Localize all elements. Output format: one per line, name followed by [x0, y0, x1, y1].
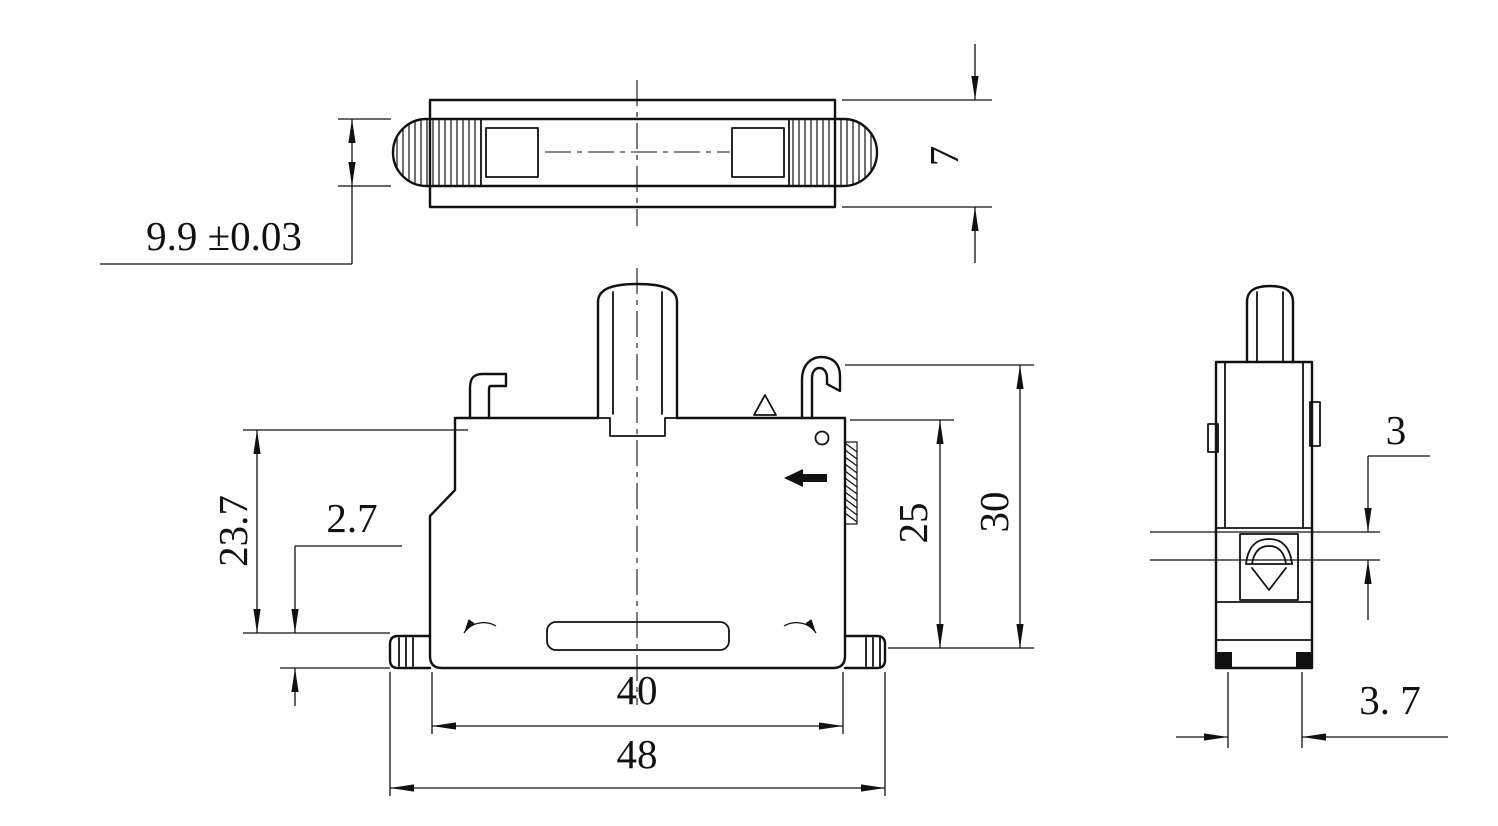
foot-outline: [388, 634, 432, 670]
dim-label-body-height: 23.7: [210, 495, 256, 567]
knurl-hatch-left: [396, 119, 476, 186]
dim-label-top-width: 9.9 ±0.03: [146, 213, 302, 259]
plunger-socket: [597, 417, 678, 437]
marking-label-plate: [546, 621, 730, 651]
side-foot-right: [1296, 652, 1312, 668]
foot-ridges: [398, 637, 414, 667]
dim-label-foot-width: 3. 7: [1359, 677, 1421, 723]
dim-front-body-height: 23.7: [210, 429, 468, 634]
dim-label-clamp-opening: 3: [1386, 407, 1407, 453]
dim-label-inner-height: 25: [890, 503, 936, 544]
direction-arrow-icon: [784, 469, 827, 487]
clamp-cavity: [1239, 533, 1299, 601]
serration-strip: [844, 441, 858, 525]
side-latch-notch-right: [1309, 401, 1321, 447]
rotate-arrow-right-icon: [783, 619, 817, 634]
plunger-side: [1245, 284, 1295, 364]
clamp-funnel: [1251, 567, 1287, 591]
pilot-hole: [814, 430, 830, 446]
latch-hook-right: [800, 355, 842, 420]
release-triangle-icon: [753, 394, 777, 416]
dim-front-inner-width: 40: [431, 667, 844, 734]
top-view-contact-right: [731, 127, 785, 178]
dim-front-foot-height: 2.7: [280, 495, 402, 706]
serration-hatch: [844, 442, 858, 523]
side-foot-left: [1216, 652, 1232, 668]
spring-coil-inner: [1251, 545, 1287, 565]
top-view-clip-body: [391, 117, 879, 188]
knurl-hatch-right: [792, 119, 872, 186]
mounting-foot-right: [843, 634, 887, 670]
front-view: [388, 268, 887, 705]
mounting-foot-left: [388, 634, 432, 670]
dim-side-foot-width: 3. 7: [1176, 672, 1448, 748]
top-view-contact-left: [485, 127, 539, 178]
latch-hook-left: [468, 372, 508, 420]
clamp-spring: [1239, 533, 1299, 601]
dim-front-overall-height: 30: [845, 364, 1034, 649]
dim-label-top-height: 7: [921, 146, 967, 167]
side-latch-notch-left: [1207, 423, 1219, 453]
side-view: [1207, 284, 1321, 670]
rotate-arrow-left-icon: [463, 619, 497, 634]
dim-front-overall-width: 48: [389, 672, 886, 796]
foot-ridges: [865, 637, 881, 667]
dim-label-overall-height: 30: [971, 492, 1017, 533]
dim-top-width: 9.9 ±0.03: [100, 118, 391, 265]
plunger-dome: [1245, 284, 1295, 304]
dim-label-foot-height: 2.7: [326, 495, 377, 541]
front-body-outline: [428, 416, 847, 670]
dim-side-clamp-opening: 3: [1150, 407, 1430, 620]
dim-front-inner-height: 25: [850, 419, 954, 648]
top-view-housing: [428, 98, 837, 209]
side-body-outline: [1214, 360, 1314, 670]
dim-top-height: 7: [842, 44, 992, 263]
plunger: [596, 282, 679, 437]
foot-outline: [843, 634, 887, 670]
top-view: [391, 80, 879, 226]
spring-coil-outer: [1245, 538, 1293, 565]
dim-label-overall-width: 48: [617, 731, 658, 777]
dim-label-inner-width: 40: [617, 667, 658, 713]
